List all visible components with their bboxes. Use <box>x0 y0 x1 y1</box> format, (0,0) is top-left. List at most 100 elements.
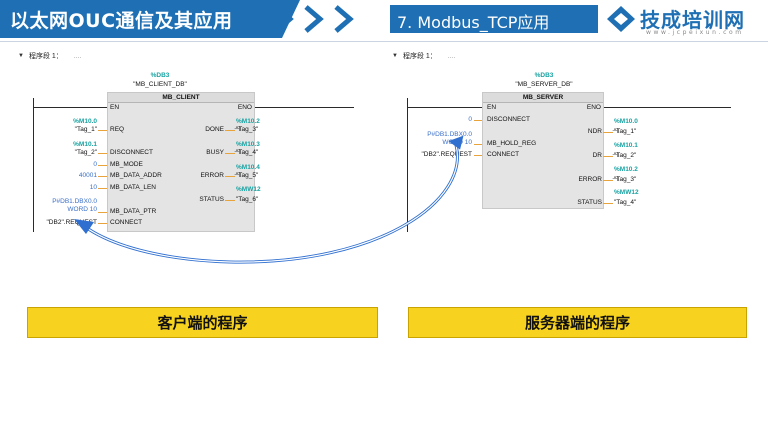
pin-ndr: NDR <box>587 128 602 135</box>
server-db-name[interactable]: "MB_SERVER_DB" <box>515 81 573 88</box>
input-address[interactable]: %M10.0 <box>73 118 97 125</box>
pin-mb-mode: MB_MODE <box>110 161 143 168</box>
input-tag[interactable]: WORD 10 <box>67 206 97 213</box>
output-tag[interactable]: "Tag_2" <box>614 152 637 159</box>
output-address[interactable]: %M10.2 <box>614 166 638 173</box>
brand-logo-text: 技成培训网 <box>640 8 745 32</box>
client-db-name[interactable]: "MB_CLIENT_DB" <box>133 81 187 88</box>
header-banner-left <box>0 0 300 38</box>
output-tag[interactable]: "Tag_4" <box>236 149 259 156</box>
chevron-right-icon <box>304 5 324 33</box>
input-value[interactable]: 10 <box>89 184 97 191</box>
pin-wire <box>603 203 613 204</box>
output-tag[interactable]: "Tag_4" <box>614 199 637 206</box>
pin-connect: CONNECT <box>487 151 520 158</box>
input-value[interactable]: 0 <box>93 161 97 168</box>
input-value[interactable]: 40001 <box>78 172 97 179</box>
pin-wire <box>98 153 107 154</box>
output-address[interactable]: %M10.0 <box>614 118 638 125</box>
pin-wire <box>98 223 107 224</box>
chevron-right-icon <box>274 5 294 33</box>
coil-icon: ⊣ <box>612 152 619 159</box>
output-address[interactable]: %M10.3 <box>236 141 260 148</box>
server-db-address: %DB3 <box>534 72 554 79</box>
pin-connect: CONNECT <box>110 219 143 226</box>
segment-label: 程序段 1： <box>28 53 63 60</box>
pin-wire <box>474 155 482 156</box>
pin-en: EN <box>487 104 497 111</box>
pin-disconnect: DISCONNECT <box>487 116 530 123</box>
input-tag[interactable]: "Tag_2" <box>74 149 97 156</box>
pin-eno: ENO <box>586 104 601 111</box>
pin-mb-hold-reg: MB_HOLD_REG <box>487 140 537 147</box>
pin-wire <box>474 120 482 121</box>
segment-label: 程序段 1： <box>402 53 437 60</box>
pin-mb-data-len: MB_DATA_LEN <box>110 184 156 191</box>
pin-wire <box>603 180 613 181</box>
pin-wire <box>603 132 613 133</box>
section-banner: 7. Modbus_TCP应用 <box>390 5 598 33</box>
pin-wire <box>603 156 613 157</box>
output-tag[interactable]: "Tag_5" <box>236 172 259 179</box>
input-value[interactable]: 0 <box>468 116 472 123</box>
coil-icon: ⊣ <box>234 126 241 133</box>
pin-eno: ENO <box>237 104 252 111</box>
pin-status: STATUS <box>577 199 602 206</box>
pin-wire <box>474 144 482 145</box>
output-tag[interactable]: "Tag_1" <box>614 128 637 135</box>
server-eno-wire <box>603 107 731 108</box>
pin-en: EN <box>110 104 120 111</box>
collapse-triangle-icon[interactable]: ▼ <box>18 53 24 59</box>
collapse-triangle-icon[interactable]: ▼ <box>392 53 398 59</box>
page-title: 以太网OUC通信及其应用 <box>10 10 233 32</box>
pin-dr: DR <box>592 152 602 159</box>
segment-comment: .... <box>73 52 82 60</box>
output-address[interactable]: %M10.2 <box>236 118 260 125</box>
output-tag[interactable]: "Tag_6" <box>236 196 259 203</box>
client-segment-header[interactable]: ▼ 程序段 1： .... <box>18 50 82 62</box>
output-tag[interactable]: "Tag_3" <box>614 176 637 183</box>
server-caption: 服务器端的程序 <box>408 307 747 338</box>
pin-busy: BUSY <box>206 149 224 156</box>
pin-wire <box>98 212 107 213</box>
pin-disconnect: DISCONNECT <box>110 149 153 156</box>
server-en-wire <box>407 107 483 108</box>
block-title: MB_SERVER <box>483 93 603 103</box>
output-address[interactable]: %MW12 <box>614 189 639 196</box>
client-eno-wire <box>254 107 354 108</box>
input-address[interactable]: P#DB1.DBX0.0 <box>52 198 97 205</box>
header-divider <box>0 41 768 42</box>
pin-wire <box>98 165 107 166</box>
pin-wire <box>98 130 107 131</box>
mb-server-block[interactable]: MB_SERVER <box>482 92 604 209</box>
input-address[interactable]: P#DB1.DBX0.0 <box>427 131 472 138</box>
pin-req: REQ <box>110 126 125 133</box>
input-tag[interactable]: "DB2".REQUEST <box>46 219 98 226</box>
pin-done: DONE <box>205 126 224 133</box>
brand-logo-icon <box>607 6 635 32</box>
coil-icon: ⊣ <box>612 128 619 135</box>
server-segment-header[interactable]: ▼ 程序段 1： .... <box>392 50 456 62</box>
brand-url: www.jcpeixun.com <box>646 29 744 36</box>
pin-error: ERROR <box>578 176 602 183</box>
input-tag[interactable]: WORD 10 <box>442 139 472 146</box>
chevron-right-icon <box>334 5 354 33</box>
section-title: 7. Modbus_TCP应用 <box>397 13 550 32</box>
output-address[interactable]: %MW12 <box>236 186 261 193</box>
server-power-rail <box>407 98 408 232</box>
client-power-rail <box>33 98 34 232</box>
pin-wire <box>225 200 235 201</box>
input-tag[interactable]: "DB2".REQUEST <box>421 151 473 158</box>
client-db-address: %DB3 <box>150 72 170 79</box>
pin-wire <box>98 176 107 177</box>
pin-mb-data-addr: MB_DATA_ADDR <box>110 172 162 179</box>
client-caption: 客户端的程序 <box>27 307 378 338</box>
output-address[interactable]: %M10.1 <box>614 142 638 149</box>
segment-comment: .... <box>447 52 456 60</box>
pin-wire <box>225 130 235 131</box>
output-tag[interactable]: "Tag_3" <box>236 126 259 133</box>
pin-wire <box>98 188 107 189</box>
output-address[interactable]: %M10.4 <box>236 164 260 171</box>
input-tag[interactable]: "Tag_1" <box>74 126 97 133</box>
input-address[interactable]: %M10.1 <box>73 141 97 148</box>
